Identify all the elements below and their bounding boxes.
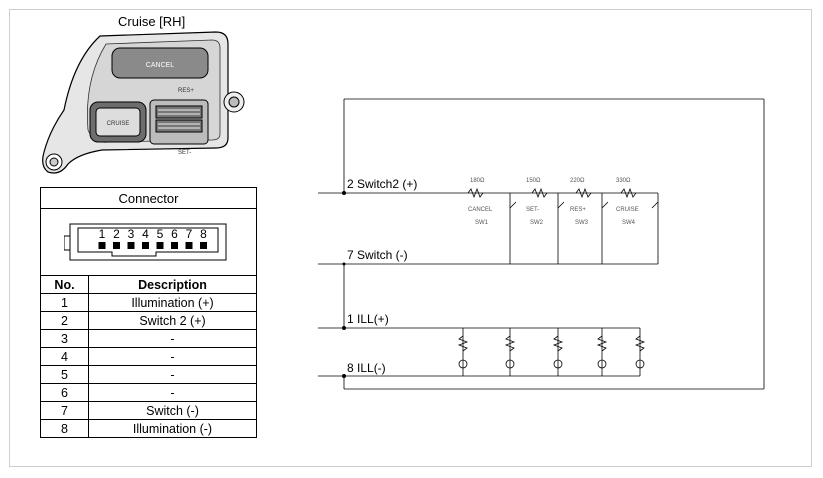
connector-title: Connector — [40, 187, 257, 209]
connector-pin-number: 2 — [113, 227, 120, 241]
resistor-value: 220Ω — [570, 178, 585, 184]
connector-pin-number: 3 — [128, 227, 135, 241]
pin-no: 6 — [40, 383, 89, 402]
pin-no: 4 — [40, 347, 89, 366]
table-row: 6- — [40, 383, 257, 402]
table-row: 5- — [40, 365, 257, 384]
col-header-no: No. — [40, 275, 89, 294]
resistor-value: 180Ω — [470, 178, 485, 184]
switch-id: SW4 — [622, 220, 636, 226]
pin-no: 7 — [40, 401, 89, 420]
connector-pin — [200, 242, 207, 249]
connector-pin — [98, 242, 106, 249]
connector-pin — [113, 242, 120, 249]
switch-id: SW2 — [530, 220, 544, 226]
resistor-value: 330Ω — [616, 178, 631, 184]
col-header-description: Description — [88, 275, 257, 294]
switch-name: CRUISE — [616, 207, 639, 213]
cruise-switch-illustration: CANCEL CRUISE RES+ SET- — [42, 31, 245, 174]
pin-no: 2 — [40, 311, 89, 330]
pin-no: 8 — [40, 419, 89, 438]
pin-no: 5 — [40, 365, 89, 384]
pin-no: 1 — [40, 293, 89, 312]
connector-pin-number: 4 — [142, 227, 149, 241]
switch-id: SW1 — [475, 220, 489, 226]
diagram-frame — [9, 9, 812, 467]
connector-pin-number: 7 — [186, 227, 193, 241]
switch-id: SW3 — [575, 220, 589, 226]
pin-desc: Illumination (+) — [88, 293, 257, 312]
pin-desc: Illumination (-) — [88, 419, 257, 438]
pin-desc: - — [88, 329, 257, 348]
connector-pin-number: 1 — [99, 227, 106, 241]
terminal-switch-minus: 7 Switch (-) — [347, 248, 408, 262]
connector-pin — [185, 242, 193, 249]
cruise-button-label: CRUISE — [107, 121, 130, 127]
connector-pin — [142, 242, 149, 249]
res-plus-label: RES+ — [178, 88, 194, 94]
terminal-switch2-plus: 2 Switch2 (+) — [347, 177, 417, 191]
wiring-schematic: 2 Switch2 (+) 7 Switch (-) 1 ILL(+) 8 IL… — [318, 98, 765, 390]
resistor-value: 150Ω — [526, 178, 541, 184]
connector-pin — [127, 242, 135, 249]
set-minus-label: SET- — [178, 150, 191, 156]
pin-desc: - — [88, 365, 257, 384]
cruise-title: Cruise [RH] — [118, 14, 186, 29]
terminal-ill-minus: 8 ILL(-) — [347, 361, 386, 375]
switch-name: SET- — [526, 207, 539, 213]
table-row: 4- — [40, 347, 257, 366]
pin-desc: Switch 2 (+) — [88, 311, 257, 330]
pin-no: 3 — [40, 329, 89, 348]
pin-desc: - — [88, 347, 257, 366]
connector-pin-number: 6 — [171, 227, 178, 241]
connector-pin-number: 5 — [157, 227, 164, 241]
table-row: 3- — [40, 329, 257, 348]
pin-desc: Switch (-) — [88, 401, 257, 420]
connector-pin — [171, 242, 178, 249]
connector-pin-number: 8 — [200, 227, 207, 241]
terminal-ill-plus: 1 ILL(+) — [347, 312, 389, 326]
pin-desc: - — [88, 383, 257, 402]
connector-pin — [156, 242, 164, 249]
cancel-button-label: CANCEL — [146, 62, 175, 69]
switch-name: CANCEL — [468, 207, 493, 213]
switch-name: RES+ — [570, 207, 586, 213]
